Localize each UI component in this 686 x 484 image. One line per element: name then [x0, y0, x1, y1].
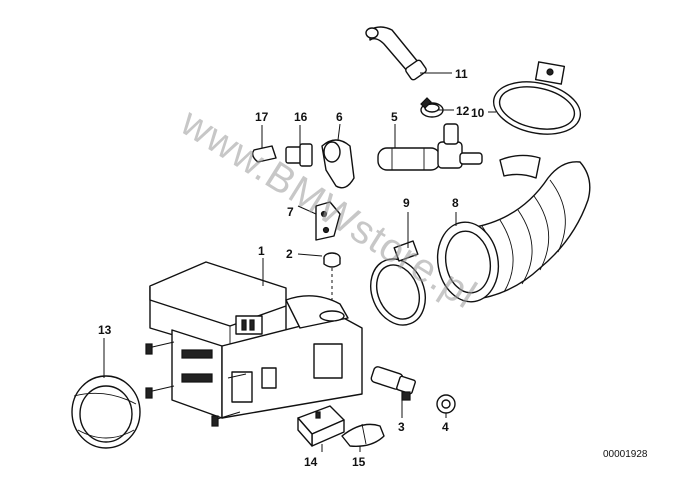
part-10-hose-clamp: [492, 61, 582, 135]
callout-9: 9: [403, 196, 410, 210]
part-1-air-flow-meter: [145, 261, 363, 427]
callout-2: 2: [286, 247, 293, 261]
callout-10: 10: [471, 106, 485, 120]
part-7-bracket: [315, 201, 341, 241]
part-12-clamp: [420, 97, 444, 118]
callout-13: 13: [98, 323, 112, 337]
part-5-valve: [377, 123, 483, 171]
part-9-clamp: [370, 240, 426, 326]
part-2-cap: [323, 252, 341, 300]
callout-17: 17: [255, 110, 269, 124]
part-14-connector: [297, 405, 345, 447]
part-16-plug: [285, 143, 313, 167]
part-11-hose: [365, 26, 427, 81]
callout-1: 1: [258, 244, 265, 258]
part-8-intake-boot: [436, 154, 591, 303]
part-3-sensor: [370, 366, 416, 401]
leader-lines: [103, 72, 496, 452]
document-number: 00001928: [603, 449, 648, 460]
callout-15: 15: [352, 455, 366, 469]
part-6-plug-holder: [321, 139, 355, 189]
callout-5: 5: [391, 110, 398, 124]
callout-8: 8: [452, 196, 459, 210]
part-4-nut: [436, 394, 456, 414]
callout-6: 6: [336, 110, 343, 124]
callout-14: 14: [304, 455, 318, 469]
part-13-rubber-ring: [71, 375, 141, 449]
part-17-small-plug: [251, 145, 277, 163]
callout-11: 11: [455, 67, 468, 81]
callout-12: 12: [456, 104, 470, 118]
callout-3: 3: [398, 420, 405, 434]
callout-7: 7: [287, 205, 294, 219]
callout-16: 16: [294, 110, 308, 124]
part-15-boot: [341, 423, 385, 447]
callout-4: 4: [442, 420, 449, 434]
